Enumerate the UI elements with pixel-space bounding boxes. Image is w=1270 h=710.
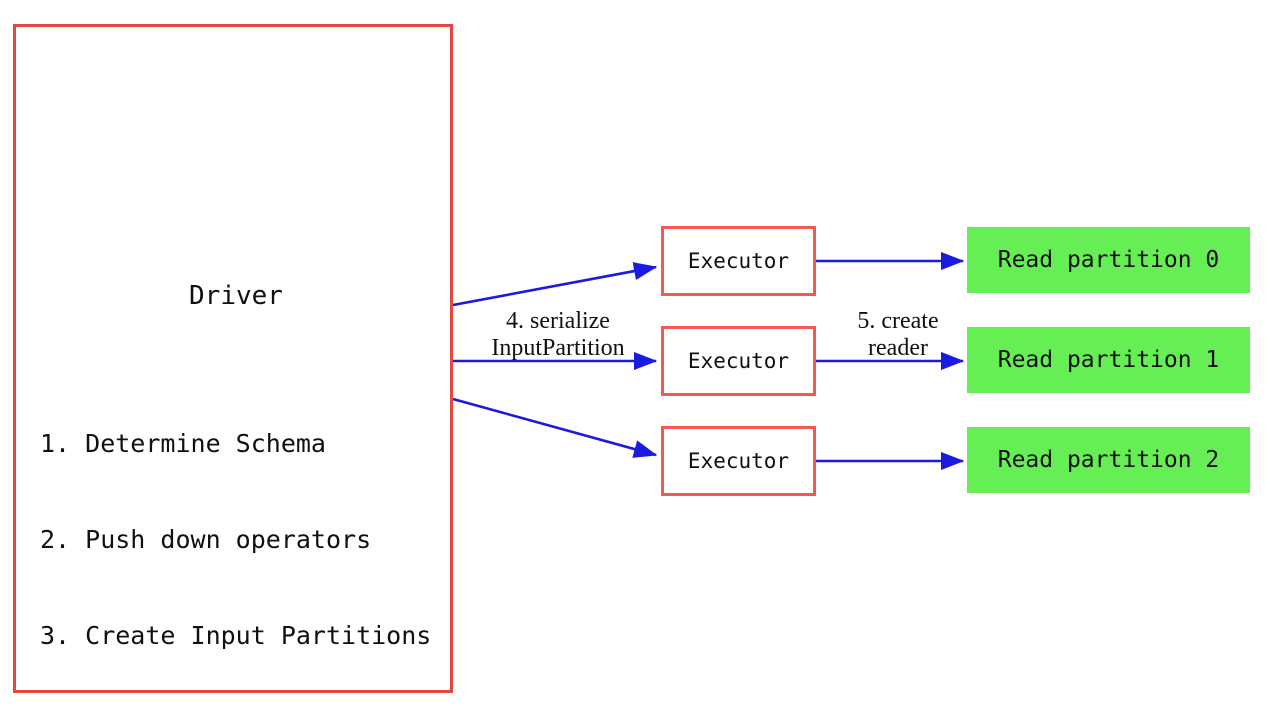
edge-label-create-reader: 5. create reader (834, 308, 962, 362)
read-partition-box-1: Read partition 1 (967, 327, 1250, 393)
read-partition-label-1: Read partition 1 (997, 347, 1220, 373)
edge-label-create-reader-line-2: reader (868, 335, 928, 361)
edge-label-serialize-inputpartition: 4. serialize InputPartition (470, 308, 646, 362)
edge-label-create-reader-line-1: 5. create (857, 308, 939, 334)
executor-label-0: Executor (687, 249, 790, 273)
executor-box-0: Executor (661, 226, 816, 296)
driver-step-2: 2. Push down operators (40, 525, 372, 554)
driver-step-1: 1. Determine Schema (40, 429, 326, 458)
driver-steps-list: 1. Determine Schema 2. Push down operato… (40, 364, 431, 710)
executor-box-1: Executor (661, 326, 816, 396)
read-partition-box-0: Read partition 0 (967, 227, 1250, 293)
read-partition-label-0: Read partition 0 (997, 247, 1220, 273)
driver-title: Driver (189, 281, 283, 311)
edge-label-serialize-line-2: InputPartition (491, 335, 625, 361)
driver-step-3: 3. Create Input Partitions (40, 621, 432, 650)
executor-label-1: Executor (687, 349, 790, 373)
edge-label-serialize-line-1: 4. serialize (506, 308, 610, 334)
arrow-driver-to-executor-2 (452, 397, 658, 458)
driver-box: Driver 1. Determine Schema 2. Push down … (13, 24, 453, 693)
executor-label-2: Executor (687, 449, 790, 473)
arrow-driver-to-executor-0 (452, 262, 658, 307)
read-partition-box-2: Read partition 2 (967, 427, 1250, 493)
read-partition-label-2: Read partition 2 (997, 447, 1220, 473)
executor-box-2: Executor (661, 426, 816, 496)
